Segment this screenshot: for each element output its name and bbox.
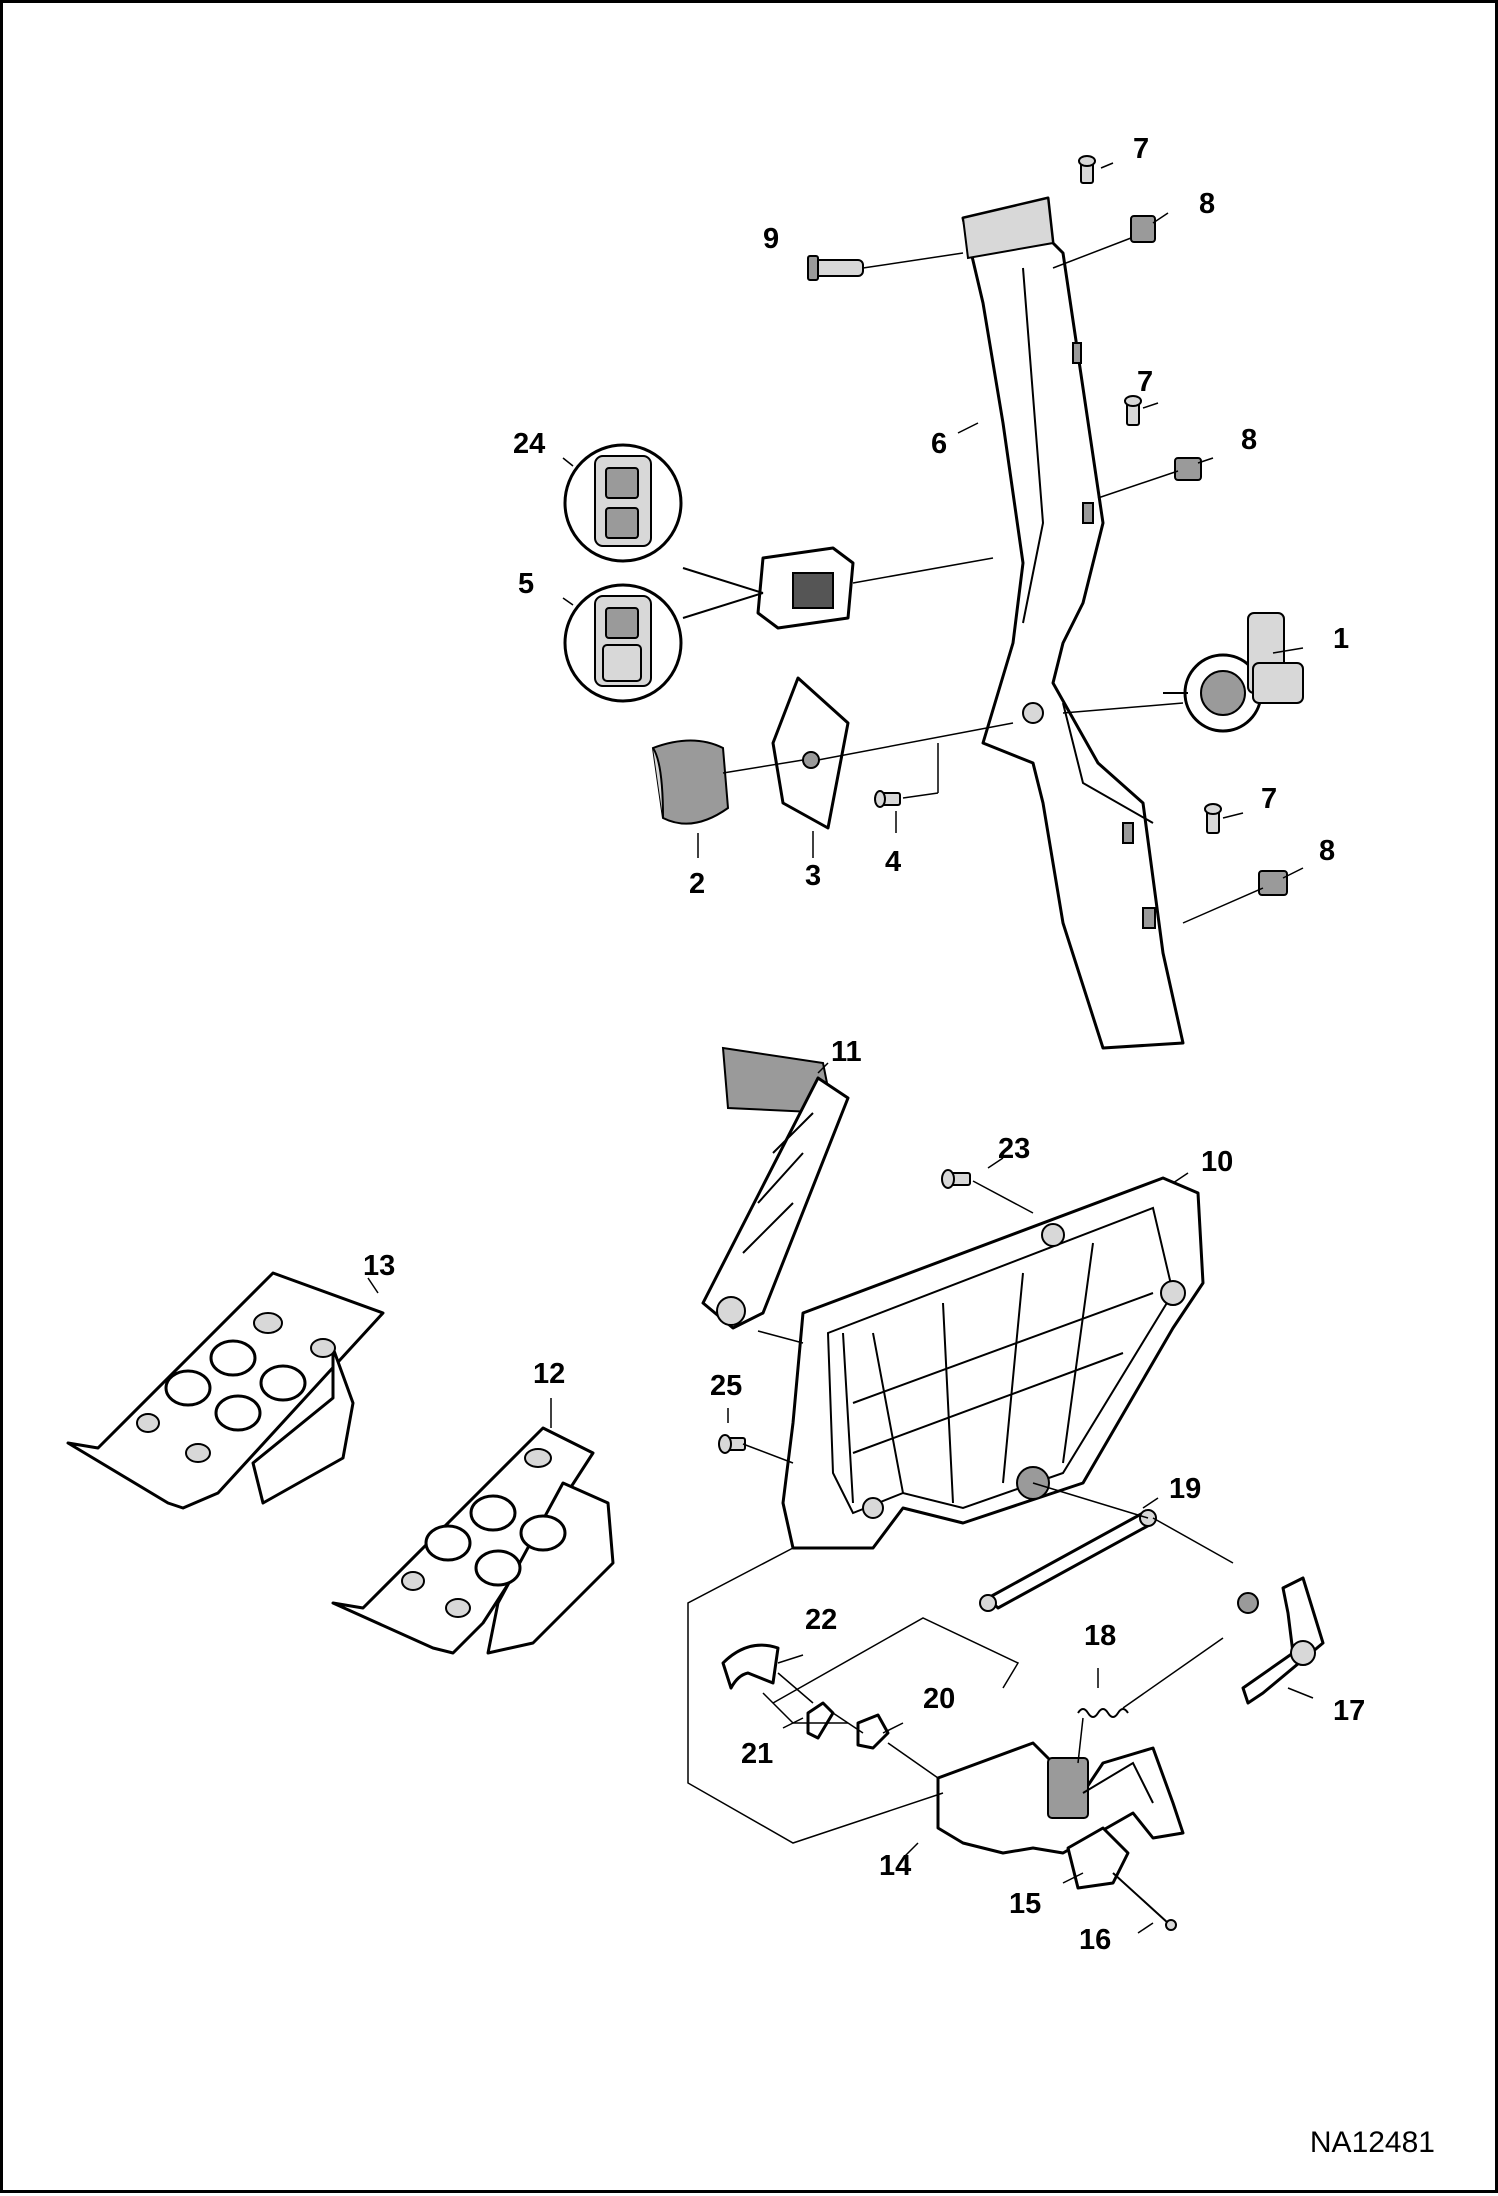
callout-5: 5 xyxy=(518,568,534,600)
callout-8b: 8 xyxy=(1241,424,1257,456)
callout-15: 15 xyxy=(1009,1888,1041,1920)
figure-reference-code: NA12481 xyxy=(1309,2126,1435,2159)
callout-9: 9 xyxy=(763,223,779,255)
rod-part-19 xyxy=(979,1509,1157,1612)
callout-7a: 7 xyxy=(1133,133,1149,165)
base-plate-part-10 xyxy=(781,1176,1205,1550)
callout-19: 19 xyxy=(1169,1473,1201,1505)
switch-part xyxy=(682,546,855,630)
callout-25: 25 xyxy=(710,1370,742,1402)
callout-13: 13 xyxy=(363,1250,395,1282)
plate-part-3 xyxy=(771,676,850,830)
parts-diagram: 7 8 9 7 8 6 24 5 1 7 8 2 3 4 11 23 10 13… xyxy=(66,133,1365,1956)
callout-6: 6 xyxy=(931,428,947,460)
callout-10: 10 xyxy=(1201,1146,1233,1178)
pillar-part-6 xyxy=(961,196,1185,1050)
callout-12: 12 xyxy=(533,1358,565,1390)
callout-7b: 7 xyxy=(1137,366,1153,398)
callout-17: 17 xyxy=(1333,1695,1365,1727)
screw-part-7-top xyxy=(1078,155,1096,184)
callout-7c: 7 xyxy=(1261,783,1277,815)
lever-part-17 xyxy=(1237,1576,1325,1705)
callout-1: 1 xyxy=(1333,623,1349,655)
callout-14: 14 xyxy=(879,1850,911,1882)
screw-part-7-mid xyxy=(1124,395,1142,426)
knob-part-2 xyxy=(651,739,730,825)
screw-part-7-low xyxy=(1204,803,1222,834)
leader-lines-upper xyxy=(562,162,1304,924)
sensor-part-1 xyxy=(1163,612,1304,733)
screw-part-23 xyxy=(941,1169,971,1189)
detail-circle-24 xyxy=(563,443,683,563)
callout-2: 2 xyxy=(689,868,705,900)
clip-part-8-top xyxy=(1130,215,1156,243)
leader-lines-lower xyxy=(367,1062,1314,1934)
detail-circle-5 xyxy=(563,583,683,703)
callout-11: 11 xyxy=(831,1036,862,1068)
clip-part-8-mid xyxy=(1174,457,1202,481)
callout-4: 4 xyxy=(885,846,901,878)
clip-part-8-low xyxy=(1258,870,1288,896)
housing-part-14 xyxy=(936,1741,1185,1855)
pin-part-9 xyxy=(807,255,864,281)
callout-8c: 8 xyxy=(1319,835,1335,867)
callout-16: 16 xyxy=(1079,1924,1111,1956)
footplate-part-12 xyxy=(331,1426,615,1655)
callout-24: 24 xyxy=(513,428,545,460)
clip-part-22 xyxy=(721,1643,780,1690)
callout-labels: 7 8 9 7 8 6 24 5 1 7 8 2 3 4 11 23 10 13… xyxy=(363,133,1365,1956)
pedal-part-11 xyxy=(701,1046,850,1330)
footplate-part-13 xyxy=(66,1271,385,1510)
clip-part-21 xyxy=(806,1701,835,1740)
screw-part-4 xyxy=(874,790,901,808)
bolt-part-16 xyxy=(1112,1872,1177,1931)
callout-20: 20 xyxy=(923,1683,955,1715)
screw-part-25 xyxy=(718,1434,746,1454)
callout-21: 21 xyxy=(741,1738,773,1770)
callout-3: 3 xyxy=(805,860,821,892)
callout-8a: 8 xyxy=(1199,188,1215,220)
spring-part-18 xyxy=(1077,1708,1129,1718)
callout-22: 22 xyxy=(805,1604,837,1636)
callout-18: 18 xyxy=(1084,1620,1116,1652)
callout-23: 23 xyxy=(998,1133,1030,1165)
clip-part-20 xyxy=(856,1713,890,1750)
